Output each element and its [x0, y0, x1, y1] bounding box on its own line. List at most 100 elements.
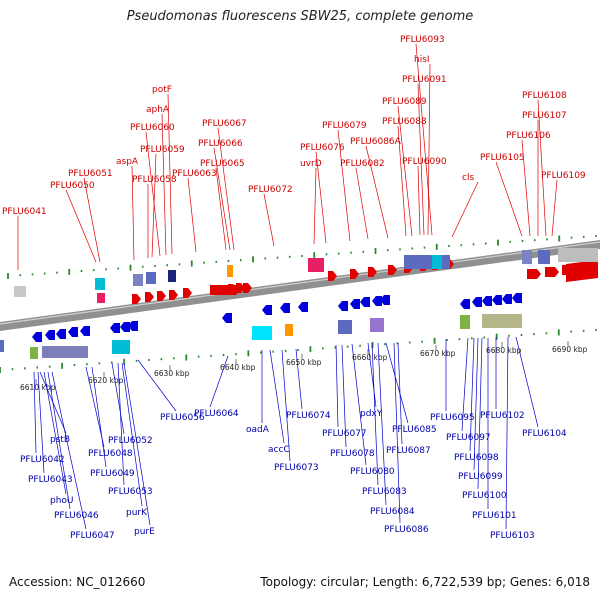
reverse-gene-label: PFLU6084 [370, 507, 415, 517]
reverse-gene-arrow [120, 322, 130, 332]
forward-leader-line [397, 105, 413, 237]
reverse-leader-line [121, 362, 143, 507]
forward-gene-arrow [328, 271, 337, 281]
reverse-gene-label: PFLU6053 [108, 487, 153, 497]
reverse-leader-line [269, 349, 285, 444]
reverse-leader-line [117, 362, 125, 486]
reverse-leader-line [473, 337, 479, 471]
gene-feature-box [30, 347, 38, 359]
reverse-leader-line [137, 359, 177, 412]
reverse-gene-label: PFLU6095 [430, 413, 475, 423]
reverse-gene-label: PFLU6087 [386, 446, 431, 456]
reverse-gene-arrow [372, 296, 382, 306]
reverse-gene-label: pdxY [360, 409, 383, 419]
reverse-gene-label: PFLU6049 [90, 469, 135, 479]
reverse-gene-arrow [45, 330, 55, 340]
gene-feature-box [133, 274, 143, 286]
forward-gene-label: PFLU6086A [350, 137, 402, 147]
forward-gene-label: PFLU6089 [382, 97, 427, 107]
forward-gene-label: PFLU6107 [522, 111, 567, 121]
genome-title: Pseudomonas fluorescens SBW25, complete … [126, 9, 474, 24]
forward-gene-label: PFLU6106 [506, 131, 551, 141]
forward-leader-line [313, 167, 317, 245]
reverse-leader-line [37, 371, 45, 474]
gene-feature-box [558, 248, 598, 262]
reverse-leader-line [377, 342, 387, 506]
gene-feature-box [95, 278, 105, 290]
reverse-gene-label: PFLU6080 [350, 467, 395, 477]
forward-gene-arrow [183, 288, 192, 298]
reverse-gene-arrow [68, 327, 78, 337]
reverse-gene-label: PFLU6047 [70, 531, 115, 541]
reverse-leader-line [461, 337, 469, 432]
reverse-leader-line [397, 342, 403, 445]
forward-gene-label: PFLU6090 [402, 157, 447, 167]
reverse-leader-line [281, 349, 291, 462]
forward-leader-line [537, 99, 547, 237]
forward-gene-arrow [243, 283, 252, 293]
scale-label: 6690 kbp [552, 345, 588, 354]
forward-leader-line [215, 167, 227, 251]
gene-feature-box [404, 255, 450, 269]
gene-feature-box [460, 315, 470, 329]
reverse-gene-arrow [380, 295, 390, 305]
reverse-gene-label: accC [268, 445, 290, 455]
forward-leader-line [551, 179, 558, 237]
forward-gene-label: PFLU6093 [400, 35, 445, 45]
reverse-leader-line [111, 362, 125, 435]
reverse-leader-line [123, 362, 151, 526]
backbone-highlight [0, 241, 600, 325]
reverse-gene-label: PFLU6052 [108, 436, 153, 446]
reverse-gene-label: PFLU6064 [194, 409, 239, 419]
forward-gene-label: PFLU6091 [402, 75, 447, 85]
forward-leader-line [427, 63, 431, 236]
forward-leader-line [337, 129, 351, 242]
reverse-leader-line [335, 344, 339, 428]
reverse-gene-arrow [350, 299, 360, 309]
reverse-gene-label: phoU [50, 496, 74, 506]
forward-gene-arrow [350, 269, 359, 279]
reverse-gene-label: PFLU6100 [462, 491, 507, 501]
reverse-gene-arrow [80, 326, 90, 336]
reverse-gene-arrow [222, 313, 232, 323]
forward-leader-line [355, 167, 369, 240]
gene-feature-box [252, 326, 272, 340]
reverse-gene-label: PFLU6103 [490, 531, 535, 541]
forward-gene-label: PFLU6063 [172, 169, 217, 179]
gene-feature-box [338, 320, 352, 334]
reverse-gene-label: purK [126, 508, 148, 518]
reverse-gene-arrow [512, 293, 522, 303]
accession-text: Accession: NC_012660 [9, 575, 146, 589]
forward-leader-line [451, 181, 479, 238]
gene-feature-box [0, 340, 4, 352]
forward-leader-line [213, 147, 231, 251]
forward-gene-label: PFLU6076 [300, 143, 345, 153]
reverse-gene-arrow [110, 323, 120, 333]
forward-leader-line [217, 127, 235, 251]
forward-gene-label: cls [462, 173, 474, 183]
forward-gene-label: aspA [116, 157, 139, 167]
gene-feature-box [14, 286, 26, 297]
reverse-gene-arrow [460, 299, 470, 309]
reverse-gene-arrow [32, 332, 42, 342]
gene-feature-box [112, 340, 130, 354]
gene-feature-box [285, 324, 293, 336]
forward-gene-arrow [236, 283, 245, 293]
forward-gene-label: PFLU6060 [130, 123, 175, 133]
reverse-gene-label: purE [134, 527, 155, 537]
forward-leader-line [263, 193, 275, 247]
forward-leader-line [365, 145, 389, 239]
forward-gene-label: PFLU6058 [132, 175, 177, 185]
reverse-gene-label: PFLU6104 [522, 429, 567, 439]
forward-gene-arrow [566, 260, 598, 282]
forward-gene-label: PFLU6059 [140, 145, 185, 155]
scale-label: 6680 kbp [486, 346, 522, 355]
reverse-gene-label: PFLU6074 [286, 411, 331, 421]
forward-leader-line [161, 113, 167, 256]
forward-gene-arrow [545, 267, 559, 277]
reverse-gene-label: PFLU6102 [480, 411, 525, 421]
reverse-gene-label: PFLU6073 [274, 463, 319, 473]
reverse-gene-label: oadA [246, 425, 270, 435]
